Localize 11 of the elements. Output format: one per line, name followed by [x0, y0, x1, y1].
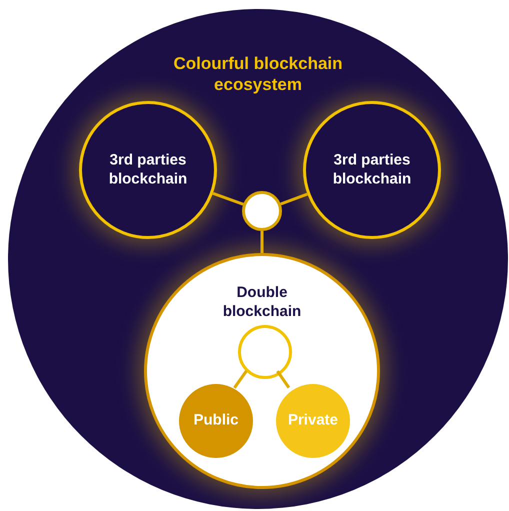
connector-line — [276, 370, 290, 388]
connector-line — [280, 192, 308, 206]
connector-line — [260, 231, 264, 253]
node-label: Colourful blockchain ecosystem — [172, 53, 344, 96]
node-label: Double blockchain — [222, 284, 302, 322]
connector-line — [233, 370, 248, 389]
node-label: Public — [192, 412, 240, 430]
node-label: 3rd parties blockchain — [332, 151, 412, 189]
node-label: 3rd parties blockchain — [108, 151, 188, 189]
node-label: Private — [286, 412, 340, 430]
connector-line — [212, 192, 244, 206]
